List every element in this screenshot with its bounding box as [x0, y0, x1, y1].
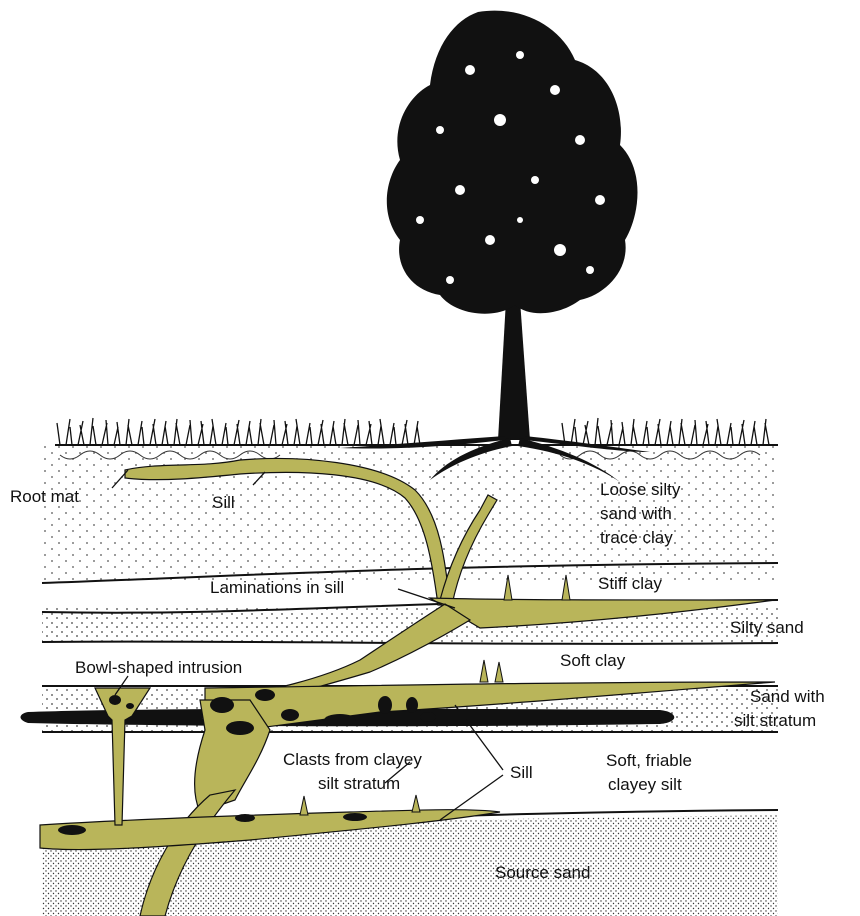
label-soft-friable-2: clayey silt — [608, 775, 682, 794]
label-source-sand: Source sand — [495, 863, 590, 882]
label-loose-silty-sand-1: Loose silty — [600, 480, 681, 499]
label-soft-clay: Soft clay — [560, 651, 626, 670]
tree-icon — [340, 11, 650, 482]
label-loose-silty-sand-3: trace clay — [600, 528, 673, 547]
label-sand-silt-1: Sand with — [750, 687, 825, 706]
label-clasts-1: Clasts from clayey — [283, 750, 422, 769]
label-clasts-2: silt stratum — [318, 774, 400, 793]
grass-icon — [55, 418, 778, 445]
label-loose-silty-sand-2: sand with — [600, 504, 672, 523]
lower-intrusion — [195, 700, 270, 812]
label-sill-upper: Sill — [212, 493, 235, 512]
label-silty-sand: Silty sand — [730, 618, 804, 637]
label-root-mat: Root mat — [10, 487, 79, 506]
label-stiff-clay: Stiff clay — [598, 574, 662, 593]
label-bowl-intrusion: Bowl-shaped intrusion — [75, 658, 242, 677]
label-soft-friable-1: Soft, friable — [606, 751, 692, 770]
label-sill-lower: Sill — [510, 763, 533, 782]
label-sand-silt-2: silt stratum — [734, 711, 816, 730]
label-laminations: Laminations in sill — [210, 578, 344, 597]
